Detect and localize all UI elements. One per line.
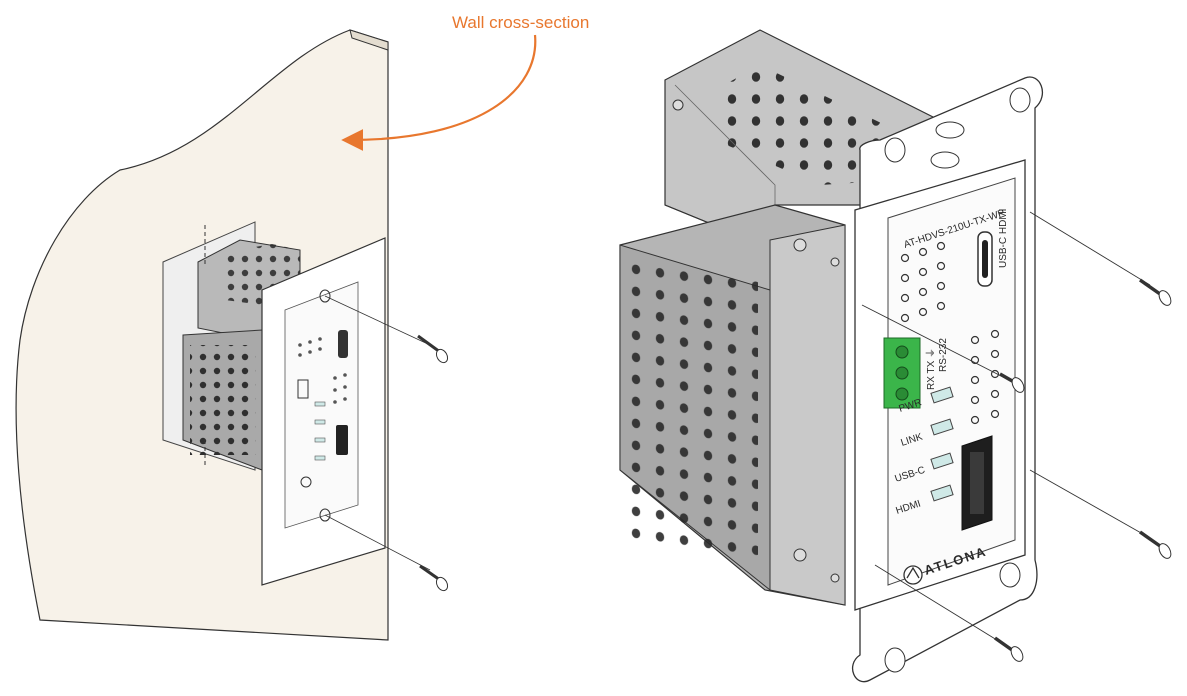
rs232-label: RS-232 (938, 338, 949, 372)
screw-icon (1138, 530, 1172, 559)
callout-label: Wall cross-section (452, 13, 589, 32)
callout-arrow (341, 34, 537, 151)
screw-icon (417, 334, 449, 364)
pin-labels: RX TX ⏚ (925, 348, 937, 390)
usbc-hdmi-label: USB-C HDMI (998, 209, 1009, 268)
led-link (930, 418, 954, 436)
screw-icon (419, 564, 449, 592)
rs232-terminal-icon (883, 337, 921, 409)
led-pwr (930, 386, 954, 404)
small-device (182, 225, 449, 592)
screw-icon (993, 636, 1024, 662)
led-hdmi (930, 484, 954, 502)
screw-icon (1138, 278, 1172, 306)
atlona-logo-icon (903, 565, 923, 585)
screw-icon (999, 372, 1025, 393)
wall-callout: Wall cross-section (341, 13, 589, 151)
led-usbc (930, 452, 954, 470)
large-device: AT-HDVS-210U-TX-WP USB-C HDMI RS-232 RX … (619, 29, 1172, 683)
